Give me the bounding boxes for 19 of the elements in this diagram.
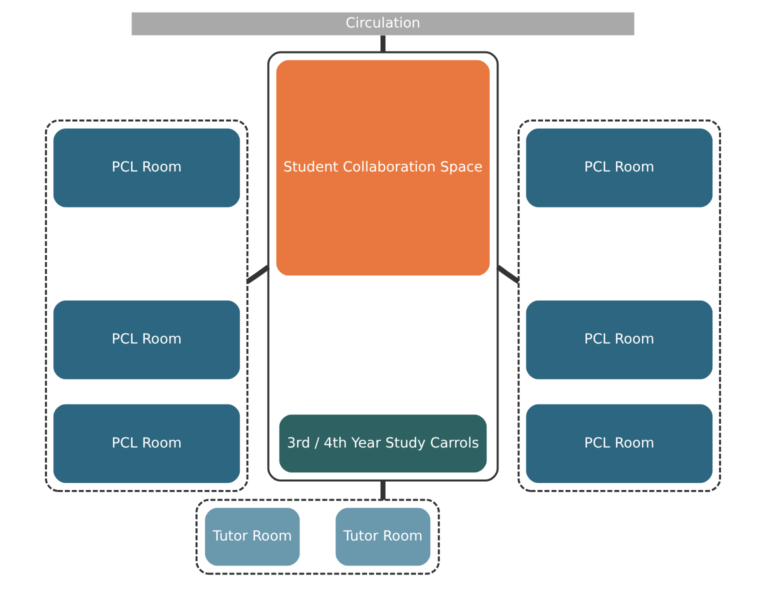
connector xyxy=(246,264,270,284)
node-box: PCL Room xyxy=(53,404,240,483)
node-box: PCL Room xyxy=(53,128,240,208)
cluster xyxy=(196,498,440,575)
node-box: Tutor Room xyxy=(205,508,300,566)
connector xyxy=(380,480,386,500)
node-box: Tutor Room xyxy=(336,508,430,566)
node-box: PCL Room xyxy=(526,404,713,483)
node-box: Student Collaboration Space xyxy=(276,60,490,276)
cluster xyxy=(518,120,722,492)
node-box: PCL Room xyxy=(526,300,713,380)
cluster xyxy=(267,51,499,482)
cluster xyxy=(44,120,248,492)
node-box: Circulation xyxy=(132,12,634,36)
node-box: PCL Room xyxy=(53,300,240,380)
node-box: PCL Room xyxy=(526,128,713,208)
connector xyxy=(496,264,520,284)
node-box: 3rd / 4th Year Study Carrols xyxy=(279,414,487,472)
connector xyxy=(380,35,386,52)
